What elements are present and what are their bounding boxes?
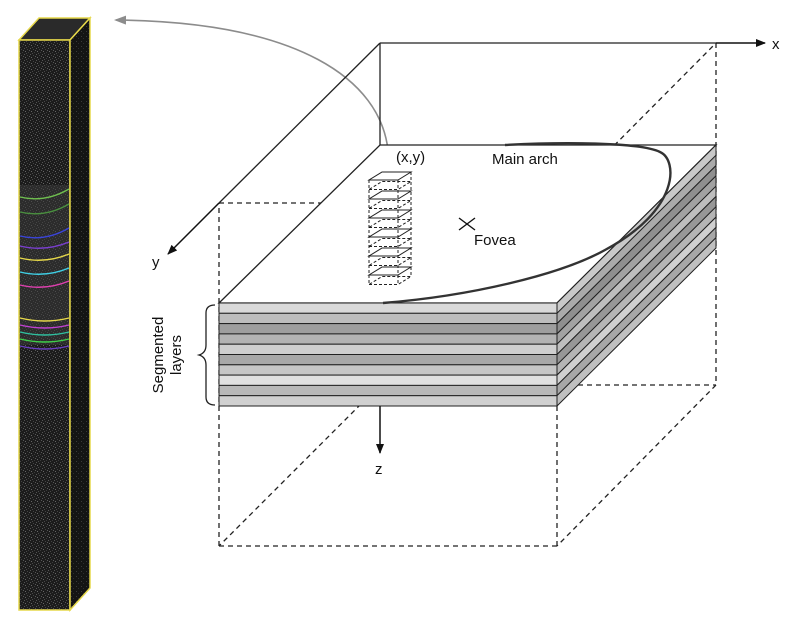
segmented-slab (217, 143, 718, 408)
point-xy-label: (x,y) (396, 149, 425, 166)
slab-front-layers (218, 302, 558, 407)
voxel-slice (367, 276, 413, 285)
fovea-marker (458, 217, 476, 231)
main-arch-curve (382, 142, 672, 305)
voxel-slice (367, 219, 413, 228)
segmented-layers-brace (196, 304, 216, 406)
slab-front-layer (218, 312, 558, 325)
main-arch-label: Main arch (492, 151, 558, 168)
a-scan-layer-line (19, 203, 70, 215)
slab-front-layer (218, 364, 558, 376)
a-scan-layer-line (19, 280, 70, 288)
slab-front-layer (218, 333, 558, 345)
a-scan-layer-line (19, 188, 70, 200)
slab-front-layer (218, 395, 558, 407)
slab-front-layer (218, 384, 558, 397)
slab-side-layers (556, 143, 717, 408)
voxel-slice (367, 190, 413, 200)
a-scan-layer-line (19, 317, 70, 322)
a-scan-pointer-arrow (114, 15, 389, 151)
a-scan-layer-line (19, 227, 70, 239)
cube-edge-dashed (556, 384, 717, 547)
slab-side-layer (556, 236, 717, 408)
a-scan-retina-band (20, 185, 69, 345)
a-scan-voxel-stack (367, 171, 413, 285)
x-axis-label: x (772, 36, 780, 53)
a-scan-column (17, 16, 92, 612)
slab-front-layer (218, 374, 558, 386)
a-scan-layer-line (19, 267, 70, 275)
z-axis-label: z (375, 461, 383, 478)
fovea-label: Fovea (474, 232, 516, 249)
a-scan-side-face (69, 16, 91, 612)
cube-edge-top-left (218, 42, 381, 204)
voxel-slice (367, 238, 413, 247)
a-scan-layer-line (19, 324, 70, 329)
a-scan-layer-line (19, 253, 70, 261)
y-axis-label: y (152, 254, 160, 271)
a-scan-layer-line (19, 338, 70, 343)
a-scan-layer-line (19, 345, 70, 350)
cube-edge-dashed (218, 384, 381, 547)
voxel-slice (367, 200, 413, 209)
slab-front-layer (218, 354, 558, 366)
segmented-layers-label-line1: Segmented (150, 317, 167, 394)
slab-front-layer (218, 302, 558, 314)
a-scan-segmentation-lines (19, 188, 70, 350)
a-scan-layer-line (19, 331, 70, 336)
voxel-slice (367, 257, 413, 266)
slab-front-layer (218, 343, 558, 356)
segmented-layers-label-line2: layers (168, 335, 185, 375)
a-scan-layer-line (19, 241, 70, 249)
slab-front-layer (218, 323, 558, 335)
y-axis-arrow (167, 202, 220, 255)
voxel-slice (367, 181, 413, 190)
